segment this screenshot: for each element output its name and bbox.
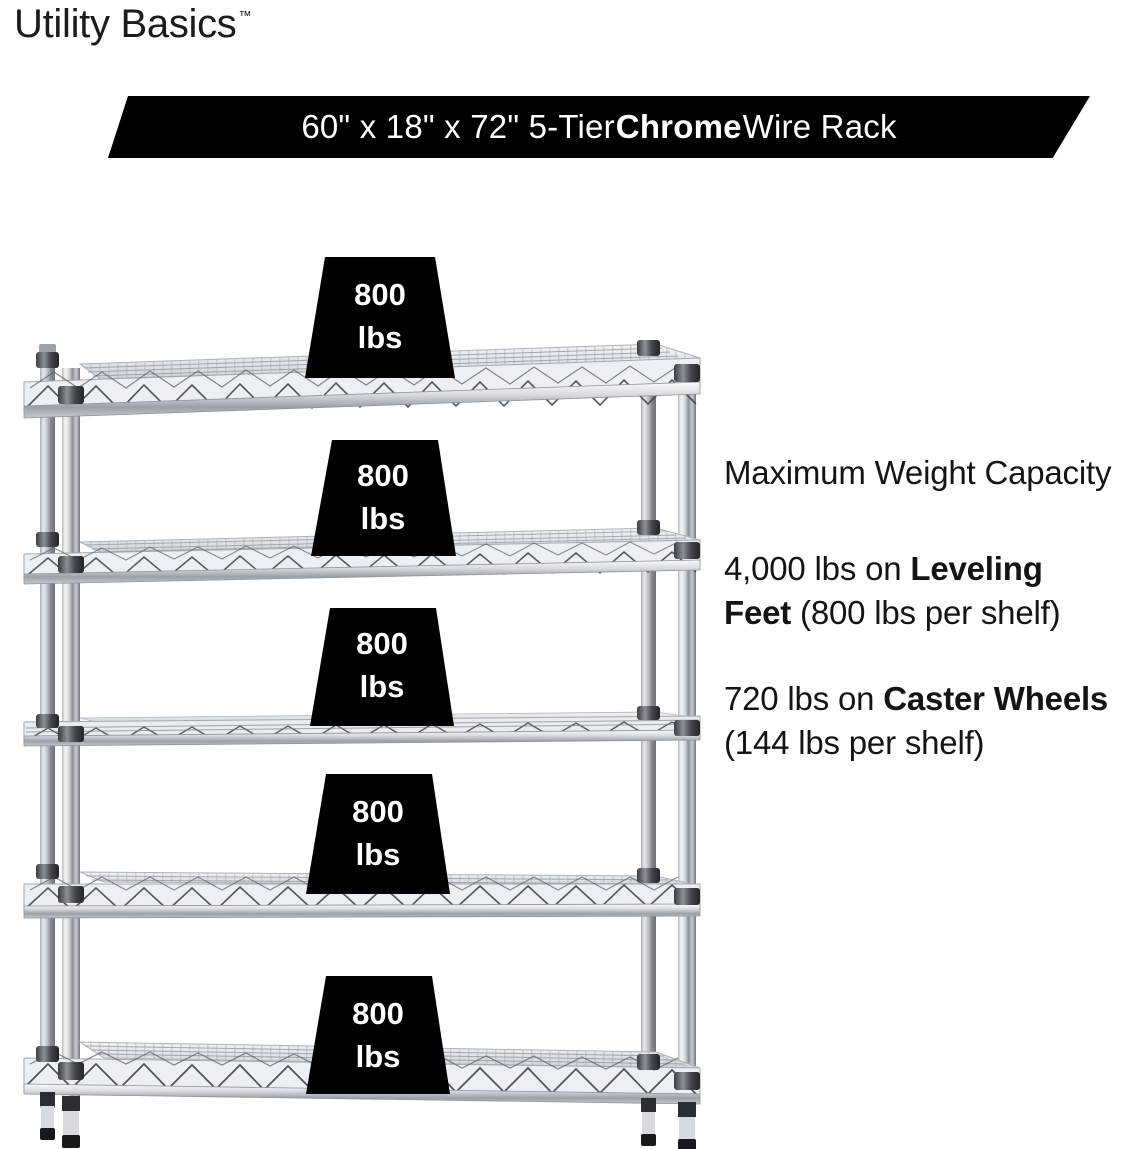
wire-rack-drawing: 800 lbs 800 lbs 800 lbs 800 lbs 800 lbs xyxy=(23,257,701,1149)
leveling-tail: (800 lbs per shelf) xyxy=(791,593,1061,631)
badge-capacity-unit-1: lbs xyxy=(358,320,403,355)
badge-capacity-unit-2: lbs xyxy=(361,501,406,536)
badge-capacity-value-4: 800 xyxy=(352,794,404,829)
capacity-copy-block: Maximum Weight Capacity 4,000 lbs on Lev… xyxy=(724,452,1116,764)
banner-title-emphasis: Chrome xyxy=(615,108,742,145)
product-illustration-wire-rack: 800 lbs 800 lbs 800 lbs 800 lbs 800 lbs xyxy=(0,236,720,1149)
caster-tail: (144 lbs per shelf) xyxy=(724,723,985,761)
badge-capacity-value-2: 800 xyxy=(357,458,409,493)
leveling-feet xyxy=(40,1092,696,1149)
leveling-lead: 4,000 lbs on xyxy=(724,549,911,587)
weight-badge-tier-2: 800 lbs xyxy=(311,440,456,556)
trademark-symbol: ™ xyxy=(238,8,252,23)
badge-capacity-unit-3: lbs xyxy=(360,669,405,704)
caster-lead: 720 lbs on xyxy=(724,679,884,717)
weight-badge-tier-5: 800 lbs xyxy=(306,976,450,1094)
shelf-tier-4 xyxy=(23,864,701,919)
weight-badge-tier-3: 800 lbs xyxy=(310,608,454,726)
weight-badge-tier-4: 800 lbs xyxy=(306,774,450,894)
badge-capacity-value-3: 800 xyxy=(356,626,408,661)
brand-logo: Utility Basics ™ xyxy=(14,2,252,47)
badge-capacity-unit-4: lbs xyxy=(356,837,401,872)
shelf-tier-3 xyxy=(23,706,701,747)
caster-wheels-capacity-text: 720 lbs on Caster Wheels (144 lbs per sh… xyxy=(724,677,1116,765)
caster-emphasis: Caster Wheels xyxy=(883,679,1109,717)
banner-title-suffix: Wire Rack xyxy=(742,108,897,145)
banner-title-text: 60" x 18" x 72" 5-Tier Chrome Wire Rack xyxy=(108,96,1090,158)
banner-background-shape xyxy=(108,96,1090,158)
weight-badge-tier-1: 800 lbs xyxy=(305,257,455,378)
brand-name: Utility Basics xyxy=(14,2,237,46)
badge-capacity-value-5: 800 xyxy=(352,996,404,1031)
badge-capacity-unit-5: lbs xyxy=(356,1039,401,1074)
title-banner: 60" x 18" x 72" 5-Tier Chrome Wire Rack xyxy=(108,96,1090,158)
capacity-heading: Maximum Weight Capacity xyxy=(724,454,1112,491)
banner-title-prefix: 60" x 18" x 72" 5-Tier xyxy=(301,108,615,145)
leveling-feet-capacity-text: 4,000 lbs on Leveling Feet (800 lbs per … xyxy=(724,547,1116,635)
leveling-emphasis: Leveling Feet xyxy=(724,549,1043,631)
badge-capacity-value-1: 800 xyxy=(354,277,406,312)
